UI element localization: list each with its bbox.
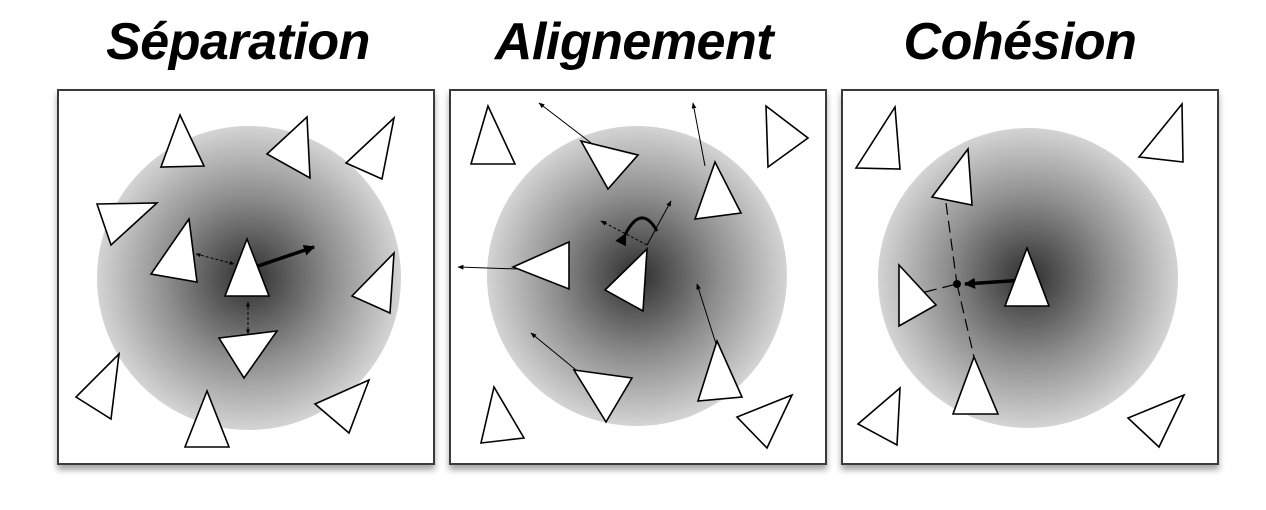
- alignment-panel: [449, 89, 827, 465]
- velocity-arrow: [691, 102, 706, 167]
- boid: [350, 250, 395, 315]
- boid: [74, 351, 121, 421]
- separation-title: Séparation: [106, 13, 370, 71]
- center-of-mass-point: [953, 280, 961, 288]
- boid: [344, 115, 396, 181]
- focus-boid: [1003, 245, 1051, 307]
- cohesion-title: Cohésion: [903, 13, 1137, 71]
- boid: [1126, 393, 1186, 449]
- center-of-mass-line: [956, 283, 975, 358]
- cohesion-panel: [841, 89, 1219, 465]
- center-of-mass-line: [924, 283, 958, 293]
- steering-turn-arrow: [615, 216, 659, 247]
- boid: [149, 216, 198, 283]
- boid: [898, 262, 938, 328]
- separation-panel: [57, 89, 435, 465]
- boid: [856, 386, 901, 447]
- boid: [572, 368, 634, 424]
- focus-boid: [603, 246, 648, 313]
- center-of-mass-line: [945, 202, 958, 285]
- boid: [765, 104, 810, 169]
- alignment-diagram: [457, 102, 810, 450]
- boid: [579, 139, 640, 191]
- boid: [930, 146, 973, 206]
- boid: [159, 112, 206, 168]
- boid: [183, 388, 231, 448]
- boid: [95, 202, 160, 247]
- alignment-title: Alignement: [494, 13, 774, 71]
- boid: [479, 384, 526, 444]
- boid: [951, 354, 1000, 415]
- boid: [313, 378, 371, 435]
- focus-boid: [223, 236, 271, 297]
- boid: [265, 115, 311, 180]
- boid: [510, 240, 570, 291]
- velocity-arrow: [538, 102, 600, 150]
- boid: [693, 159, 743, 220]
- boid: [1137, 101, 1184, 163]
- separation-diagram: [74, 112, 401, 448]
- boid: [854, 104, 901, 170]
- average-heading-arrow: [646, 200, 672, 246]
- boid: [217, 329, 279, 380]
- separation-distance-arrow: [195, 253, 235, 265]
- cohesion-diagram: [854, 101, 1186, 449]
- velocity-arrow: [457, 264, 519, 270]
- separation-steering-arrow: [257, 244, 316, 268]
- boid: [469, 103, 517, 165]
- boid: [696, 338, 744, 402]
- boid: [735, 393, 794, 450]
- velocity-arrow: [696, 283, 718, 348]
